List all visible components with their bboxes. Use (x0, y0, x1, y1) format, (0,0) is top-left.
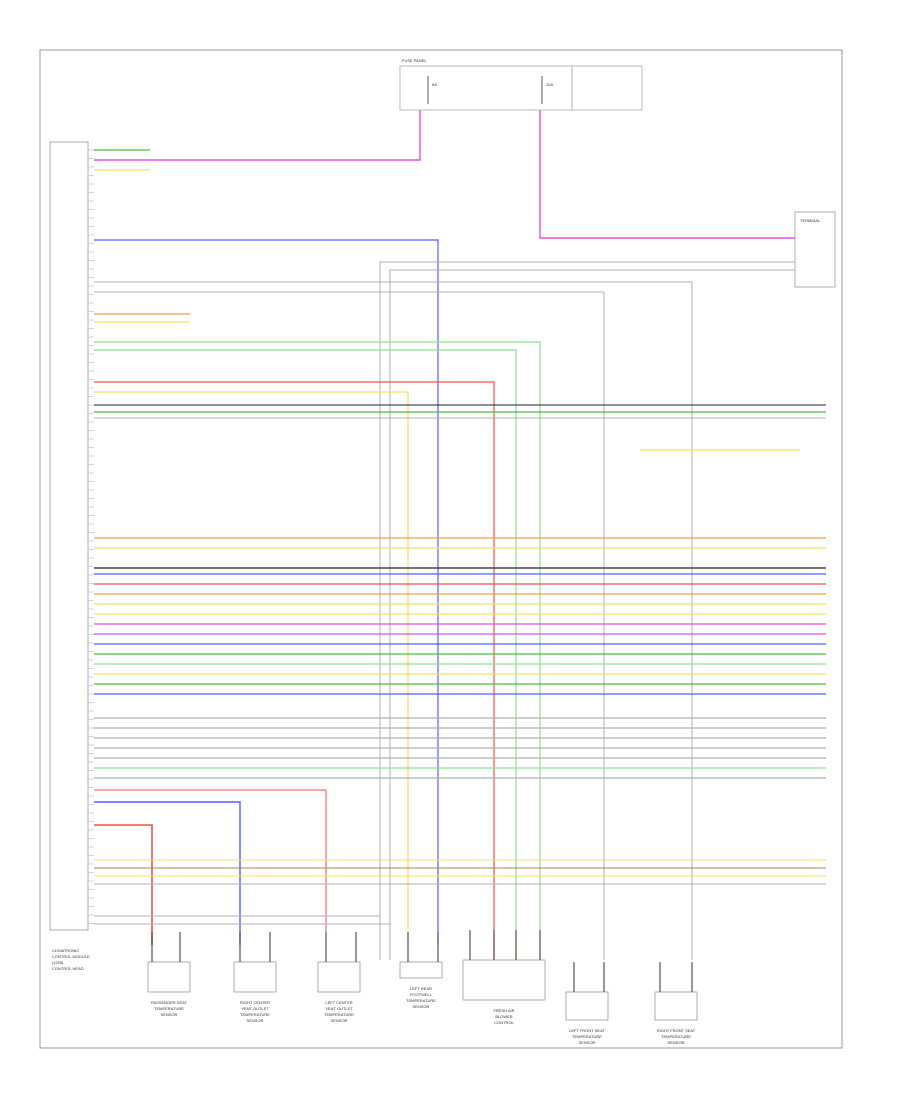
wire (94, 381, 495, 960)
wire (539, 110, 795, 239)
fuse-symbol: 10A (541, 76, 553, 104)
component-label: TEMPERATURE (661, 1034, 691, 1039)
fuse-symbol: 5A (427, 76, 437, 104)
component-label: LEFT FRONT SEAT (569, 1028, 605, 1033)
component-label: TEMPERATURE (240, 1012, 270, 1017)
wire (94, 110, 421, 161)
svg-text:FUSE PANEL: FUSE PANEL (402, 58, 427, 63)
component-label: VENT OUTLET (241, 1006, 269, 1011)
wire (94, 824, 153, 945)
component-label: RIGHT CENTER (240, 1000, 270, 1005)
wire (94, 291, 605, 960)
diagram-frame (39, 49, 843, 1049)
svg-text:CONTROL MODULE: CONTROL MODULE (52, 954, 90, 959)
component-label: FRESH AIR (493, 1008, 514, 1013)
wire (94, 239, 439, 945)
component-label: FOOTWELL (410, 992, 433, 997)
component-label: TEMPERATURE (572, 1034, 602, 1039)
component-label: TEMPERATURE (154, 1006, 184, 1011)
wire (379, 261, 795, 960)
component-label: BLOWER (495, 1014, 512, 1019)
module-pin-group (88, 149, 94, 924)
svg-text:TERMINAL: TERMINAL (800, 218, 821, 223)
svg-text:5A: 5A (432, 82, 437, 87)
wire (94, 801, 241, 945)
component-label: LEFT CENTER (325, 1000, 352, 1005)
svg-text:10A: 10A (546, 82, 553, 87)
component-label: SENSOR (668, 1040, 685, 1045)
component-label: CONTROL (494, 1020, 514, 1025)
component-label: SENSOR (579, 1040, 596, 1045)
component-label: TEMPERATURE (324, 1012, 354, 1017)
component-label: RIGHT FRONT SEAT (657, 1028, 696, 1033)
component-label: PASSENGER SEAT (151, 1000, 187, 1005)
component-label: VENT OUTLET (325, 1006, 353, 1011)
svg-text:(J255): (J255) (52, 960, 64, 965)
component-label: SENSOR (413, 1004, 430, 1009)
component-label: SENSOR (247, 1018, 264, 1023)
wire (94, 391, 409, 960)
wire-group (94, 110, 826, 960)
component-label: SENSOR (331, 1018, 348, 1023)
wire (94, 349, 517, 960)
control-module-label: CLIMATRONIC CONTROL MODULE (J255) CONTRO… (52, 948, 90, 971)
component-label: SENSOR (161, 1012, 178, 1017)
wire (94, 789, 327, 940)
svg-text:CLIMATRONIC: CLIMATRONIC (52, 948, 79, 953)
component-label: TEMPERATURE (406, 998, 436, 1003)
fuse-panel: FUSE PANEL 5A 10A (399, 58, 643, 111)
svg-text:CONTROL HEAD: CONTROL HEAD (52, 966, 84, 971)
wire (94, 341, 541, 960)
wire (94, 281, 693, 960)
component-label: LEFT REAR (410, 986, 432, 991)
right-terminal-connector: TERMINAL (794, 211, 836, 288)
control-module-body (49, 141, 89, 931)
wire (389, 269, 795, 960)
